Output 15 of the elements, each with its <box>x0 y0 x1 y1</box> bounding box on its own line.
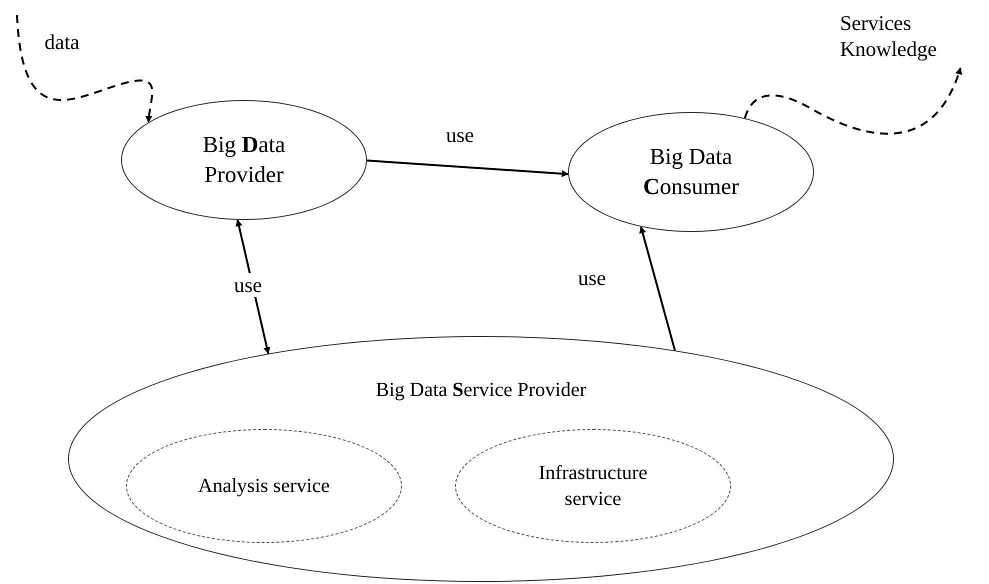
dashed-arrow <box>744 67 962 135</box>
group-ellipse <box>68 336 894 582</box>
node-label: Analysis service <box>197 474 331 499</box>
arrow <box>639 226 676 351</box>
arrow <box>366 160 569 178</box>
dashed-arrow <box>16 14 154 123</box>
process-ellipse <box>568 112 814 232</box>
process-ellipse <box>126 429 402 543</box>
node-label: Big Data Provider <box>202 131 286 189</box>
node-label: Big Data Consumer <box>642 143 740 201</box>
group-title: Big Data Service Provider <box>374 378 588 403</box>
process-ellipse <box>121 100 367 220</box>
node-label: Infrastructure service <box>538 461 648 512</box>
node-label: Services Knowledge <box>839 10 938 62</box>
process-ellipse <box>455 429 731 543</box>
